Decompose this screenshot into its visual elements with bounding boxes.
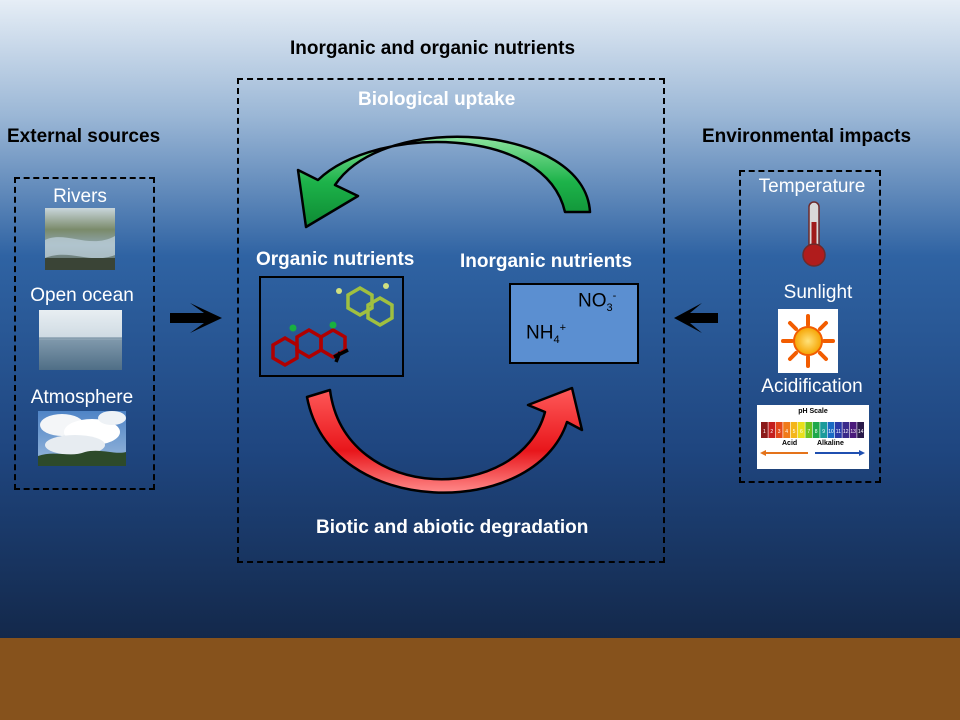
organic-nutrients-box bbox=[259, 276, 404, 377]
external-input-arrow bbox=[170, 303, 222, 333]
degradation-label: Biotic and abiotic degradation bbox=[316, 517, 589, 538]
ph-number: 14 bbox=[858, 429, 864, 435]
ph-swatch bbox=[849, 422, 857, 438]
ph-swatch bbox=[805, 422, 813, 438]
ph-swatch bbox=[842, 422, 850, 438]
ph-swatch bbox=[761, 422, 768, 438]
ph-number: 6 bbox=[800, 429, 803, 435]
ph-swatch bbox=[820, 422, 827, 438]
thermometer-icon bbox=[802, 201, 826, 267]
ph-swatch bbox=[768, 422, 776, 438]
ph-number: 4 bbox=[785, 429, 788, 435]
ph-number: 1 bbox=[763, 429, 766, 435]
sun-icon bbox=[778, 309, 838, 373]
ph-alkaline-label: Alkaline bbox=[817, 440, 844, 447]
diagram-title: Inorganic and organic nutrients bbox=[290, 38, 576, 59]
uptake-arrow bbox=[296, 135, 592, 229]
environment-input-arrow bbox=[674, 303, 718, 333]
ph-scale-title: pH Scale bbox=[798, 408, 828, 415]
ph-number: 3 bbox=[778, 429, 781, 435]
ph-number: 5 bbox=[793, 429, 796, 435]
ph-swatch bbox=[783, 422, 790, 438]
ph-number: 8 bbox=[815, 429, 818, 435]
biological-uptake-label: Biological uptake bbox=[358, 89, 516, 110]
ph-number: 13 bbox=[850, 429, 856, 435]
ph-acid-label: Acid bbox=[782, 440, 798, 447]
organic-nutrients-label: Organic nutrients bbox=[256, 249, 415, 270]
ph-swatch bbox=[798, 422, 805, 438]
temperature-label: Temperature bbox=[758, 176, 866, 197]
ph-swatch bbox=[835, 422, 842, 438]
ph-swatch bbox=[827, 422, 835, 438]
inorganic-nutrients-box bbox=[509, 283, 639, 364]
ph-number: 2 bbox=[770, 429, 773, 435]
ph-number: 11 bbox=[836, 429, 841, 435]
ph-number: 7 bbox=[807, 429, 810, 435]
rivers-photo bbox=[45, 208, 115, 270]
environmental-impacts-box bbox=[739, 170, 881, 483]
nitrate-formula: NO3- bbox=[578, 290, 617, 315]
seabed bbox=[0, 638, 960, 720]
degradation-arrow bbox=[305, 386, 584, 494]
external-sources-heading: External sources bbox=[7, 126, 161, 147]
ammonium-formula: NH4+ bbox=[526, 322, 567, 347]
ph-number: 9 bbox=[822, 429, 825, 435]
cycle-box bbox=[237, 78, 665, 563]
rivers-label: Rivers bbox=[53, 186, 107, 207]
ph-swatch bbox=[775, 422, 783, 438]
open-ocean-photo bbox=[39, 310, 122, 370]
ph-swatch bbox=[790, 422, 798, 438]
inorganic-nutrients-label: Inorganic nutrients bbox=[460, 251, 633, 272]
ph-number: 12 bbox=[843, 429, 849, 435]
open-ocean-label: Open ocean bbox=[30, 285, 134, 306]
external-sources-box bbox=[14, 177, 155, 490]
organic-molecule-icon bbox=[271, 283, 394, 368]
atmosphere-photo bbox=[38, 411, 126, 466]
sunlight-label: Sunlight bbox=[783, 282, 853, 303]
atmosphere-label: Atmosphere bbox=[30, 387, 134, 408]
ph-swatch bbox=[857, 422, 864, 438]
environmental-impacts-heading: Environmental impacts bbox=[702, 126, 912, 147]
ph-number: 10 bbox=[828, 429, 834, 435]
acidification-label: Acidification bbox=[761, 376, 863, 397]
ph-swatch bbox=[812, 422, 820, 438]
